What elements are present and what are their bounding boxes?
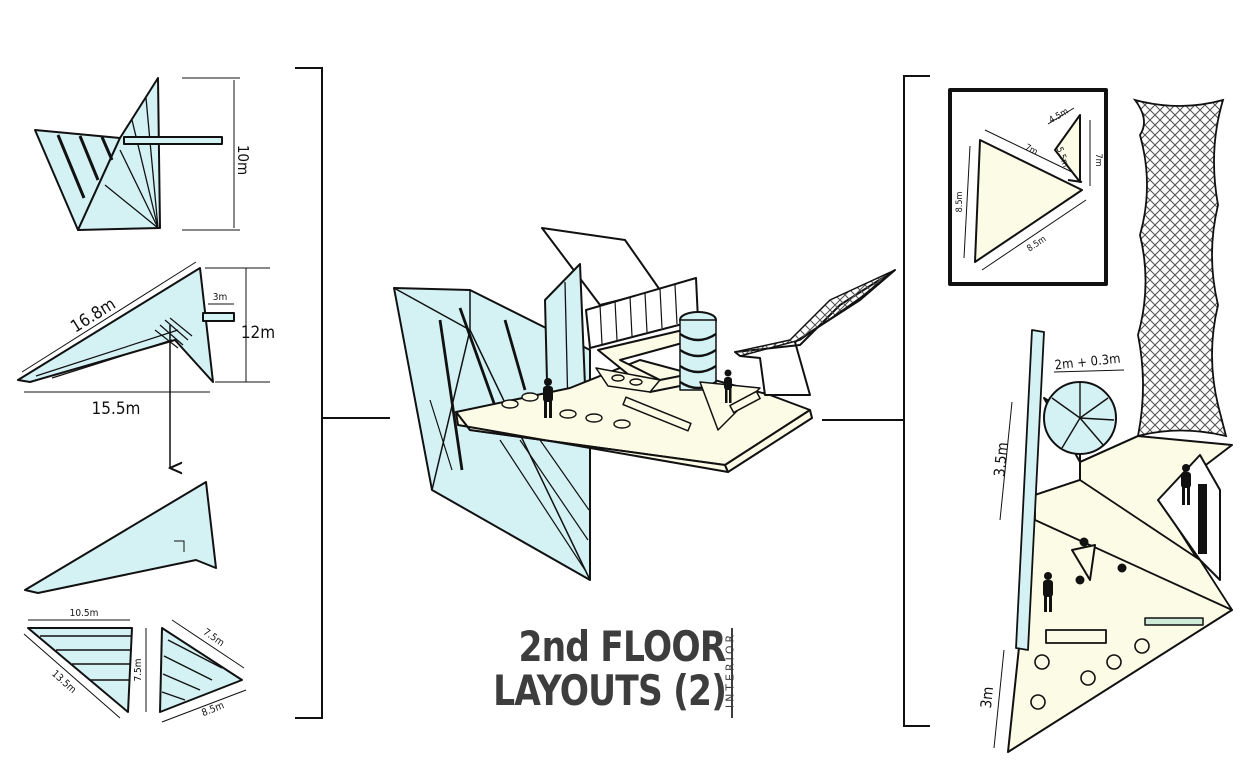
label-panel-side: 7.5m — [133, 658, 144, 681]
label-inset-large-left: 8.5m — [955, 192, 965, 213]
label-plan-lower: 3m — [977, 686, 997, 709]
label-stair-dim: 2m + 0.3m — [1054, 352, 1121, 374]
label-panel-top: 10.5m — [70, 608, 99, 619]
label-profile-height: 12m — [241, 323, 275, 343]
top-view-glass-roof — [34, 77, 223, 231]
label-panel2-top: 7.5m — [201, 627, 226, 649]
label-panel-diag: 13.5m — [49, 668, 78, 695]
drawing-title-block: 2nd FLOOR LAYOUTS (2) INTERIOR — [493, 622, 766, 722]
dim-top-height — [182, 77, 240, 231]
label-top-height: 10m — [234, 145, 252, 175]
bracket-left — [295, 67, 390, 719]
main-floor-plan — [1007, 329, 1233, 753]
profile-view-truss — [17, 267, 235, 383]
dim-profile — [21, 261, 270, 393]
wall-panel-left — [27, 627, 133, 713]
bracket-right — [822, 75, 930, 727]
title-divider — [731, 628, 733, 718]
dim-panels — [23, 619, 247, 723]
label-panel2-bottom: 8.5m — [200, 700, 226, 719]
perspective-view — [393, 227, 896, 581]
label-profile-arm: 3m — [213, 292, 228, 303]
dim-main-plan — [993, 369, 1125, 749]
title-subtitle: INTERIOR — [723, 631, 737, 709]
label-profile-base: 15.5m — [92, 399, 141, 419]
side-view-frame — [24, 481, 217, 594]
wall-panel-right — [159, 627, 243, 713]
label-plan-upper: 3.5m — [990, 441, 1012, 477]
title-line-1: 2nd FLOOR — [518, 622, 727, 671]
label-inset-small-right: 7m — [1093, 153, 1103, 166]
mesh-ramp-plan — [1132, 98, 1228, 438]
inset-plan — [948, 88, 1108, 286]
title-line-2: LAYOUTS (2) — [493, 666, 727, 715]
